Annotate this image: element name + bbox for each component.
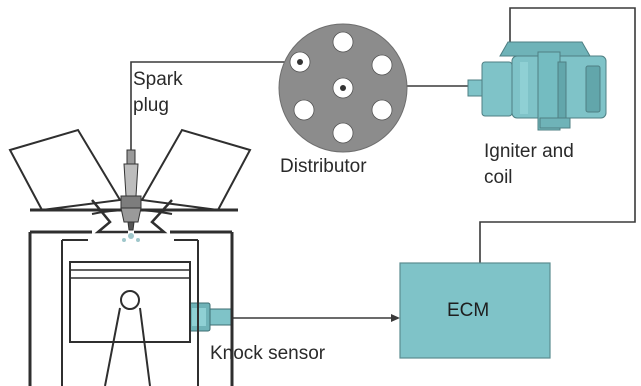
wire-plug-to-distributor	[130, 61, 300, 150]
label-spark-plug-line1: Spark	[133, 69, 183, 90]
igniter-coil-unit	[467, 41, 607, 131]
distributor-center-dot	[340, 85, 346, 91]
label-distributor: Distributor	[280, 156, 367, 177]
label-ecm: ECM	[447, 300, 490, 321]
distributor-terminal	[293, 99, 315, 121]
exhaust-valve	[134, 199, 173, 234]
ecm-box	[399, 262, 551, 359]
label-knock-sensor: Knock sensor	[210, 343, 326, 364]
distributor	[278, 23, 408, 153]
wire-coil-to-ecm	[479, 7, 636, 263]
knock-sensor	[187, 302, 233, 332]
piston-pin	[120, 290, 140, 310]
connecting-rod	[104, 307, 151, 386]
distributor-lead-dot	[297, 59, 303, 65]
distributor-terminal	[332, 31, 354, 53]
intake-port	[8, 128, 122, 212]
spark-plug	[120, 149, 142, 231]
engine-cylinder	[8, 128, 252, 386]
exhaust-port	[140, 128, 252, 212]
distributor-terminal	[371, 54, 393, 76]
label-igniter-coil-line2: coil	[484, 167, 513, 188]
distributor-terminal	[371, 99, 393, 121]
arrow-to-ecm	[391, 314, 400, 322]
intake-valve	[91, 199, 128, 234]
distributor-terminal	[332, 122, 354, 144]
label-spark-plug-line2: plug	[133, 95, 169, 116]
spark-indicator	[122, 233, 140, 242]
label-igniter-coil-line1: Igniter and	[484, 141, 574, 162]
